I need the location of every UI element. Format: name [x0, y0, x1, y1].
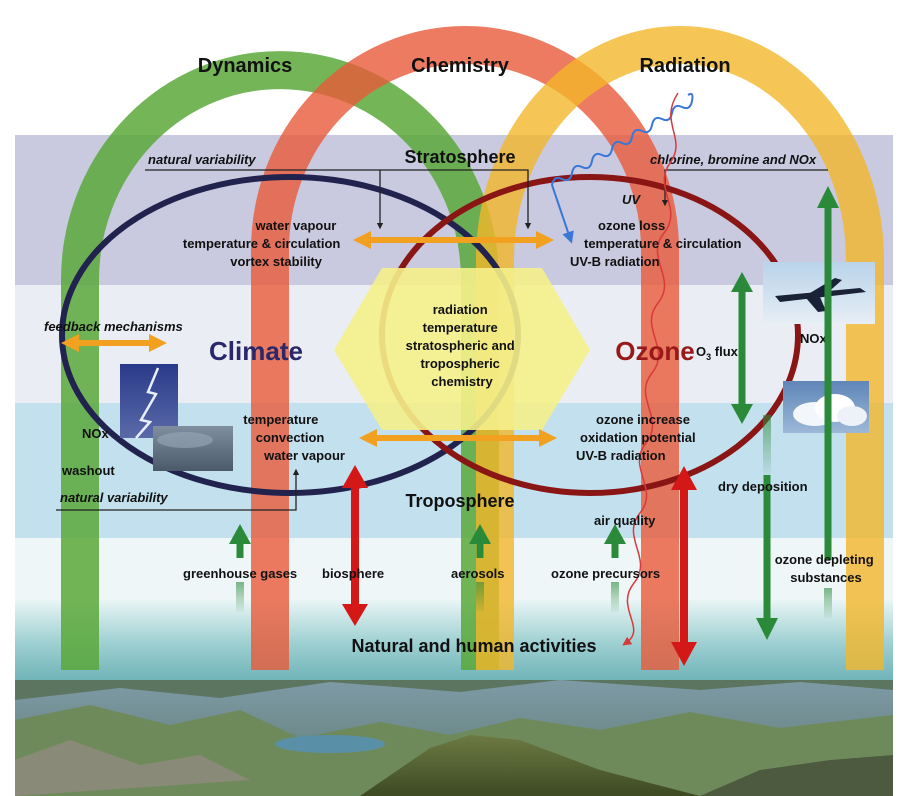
climate-label: Climate: [209, 336, 303, 366]
greenhouse-label: greenhouse gases: [183, 566, 297, 581]
greenhouse-arrow: [229, 524, 251, 612]
activities-label: Natural and human activities: [351, 636, 596, 656]
uv-wave: [550, 92, 694, 244]
radiation-trace-red: [622, 92, 679, 646]
center-line-5: chemistry: [431, 374, 493, 389]
tropo-left-text: temperature convection water vapour: [243, 412, 345, 463]
biosphere-label: biosphere: [322, 566, 384, 581]
ozone-depleting-line-1: ozone depleting: [775, 552, 874, 567]
center-line-4: tropospheric: [420, 356, 499, 371]
lightning-photo: [120, 364, 178, 439]
center-text: radiation temperature stratospheric and …: [406, 302, 519, 389]
radiation-ring: [476, 26, 884, 670]
dynamics-ring: [61, 51, 499, 670]
tropo-left-line-1: temperature: [243, 412, 318, 427]
air-quality-label: air quality: [594, 513, 656, 528]
biosphere-arrow: [342, 465, 368, 626]
chemistry-ring: [251, 26, 679, 670]
o3-flux-arrow: [731, 272, 753, 424]
natural-variability-bottom: natural variability: [60, 490, 168, 505]
strat-right-text: ozone loss temperature & circulation UV-…: [570, 218, 745, 269]
chlorine-label: chlorine, bromine and NOx: [650, 152, 817, 167]
strat-left-line-1: water vapour: [254, 218, 336, 233]
lower-band: [15, 538, 893, 600]
stratosphere-label: Stratosphere: [404, 147, 515, 167]
central-interaction-shape: [334, 268, 590, 430]
o3-flux-label: O3 flux: [696, 344, 739, 362]
tropo-right-text: ozone increase oxidation potential UV-B …: [576, 412, 699, 463]
tropo-left-line-3: water vapour: [263, 448, 345, 463]
strat-right-line-3: UV-B radiation: [570, 254, 660, 269]
heading-dynamics: Dynamics: [198, 55, 293, 77]
center-line-3: stratospheric and: [406, 338, 515, 353]
tropo-right-line-1: ozone increase: [596, 412, 690, 427]
ozone-depleting-line-2: substances: [790, 570, 862, 585]
tropo-left-line-2: convection: [256, 430, 325, 445]
tropo-right-line-3: UV-B radiation: [576, 448, 666, 463]
feedback-label: feedback mechanisms: [44, 319, 183, 334]
chlorine-line: [661, 169, 828, 207]
heading-chemistry: Chemistry: [411, 55, 510, 77]
tropo-right-line-2: oxidation potential: [580, 430, 696, 445]
strat-left-text: water vapour temperature & circulation v…: [183, 218, 344, 269]
heading-radiation: Radiation: [639, 55, 730, 77]
natural-variability-top: natural variability: [148, 152, 256, 167]
dry-deposition-label: dry deposition: [718, 479, 808, 494]
center-line-1: radiation: [433, 302, 488, 317]
variability-line-top: [145, 169, 532, 230]
ozone-depleting-arrow: [817, 186, 839, 618]
sky-band: [15, 600, 893, 685]
strat-right-line-1: ozone loss: [598, 218, 665, 233]
nox-left-label: NOx: [82, 426, 110, 441]
airplane-photo: [763, 262, 875, 324]
center-line-2: temperature: [423, 320, 498, 335]
ozone-depleting-label: ozone depleting substances: [775, 552, 878, 585]
variability-line-bottom: [56, 468, 300, 511]
troposphere-label: Troposphere: [405, 491, 514, 511]
uv-label: UV: [622, 192, 641, 207]
air-quality-arrow: [671, 466, 697, 666]
washout-label: washout: [61, 463, 115, 478]
strat-right-line-2: temperature & circulation: [584, 236, 742, 251]
aerosols-arrow: [469, 524, 491, 612]
precursors-arrow: [604, 524, 626, 612]
nox-right-label: NOx: [800, 331, 828, 346]
aerosols-label: aerosols: [451, 566, 504, 581]
storm-cloud-photo: [153, 426, 233, 471]
strat-left-line-3: vortex stability: [230, 254, 323, 269]
landscape-photo: [15, 680, 893, 796]
strat-left-line-2: temperature & circulation: [183, 236, 341, 251]
ozone-label: Ozone: [615, 336, 694, 366]
dry-deposition-arrow: [756, 415, 778, 640]
precursors-label: ozone precursors: [551, 566, 660, 581]
